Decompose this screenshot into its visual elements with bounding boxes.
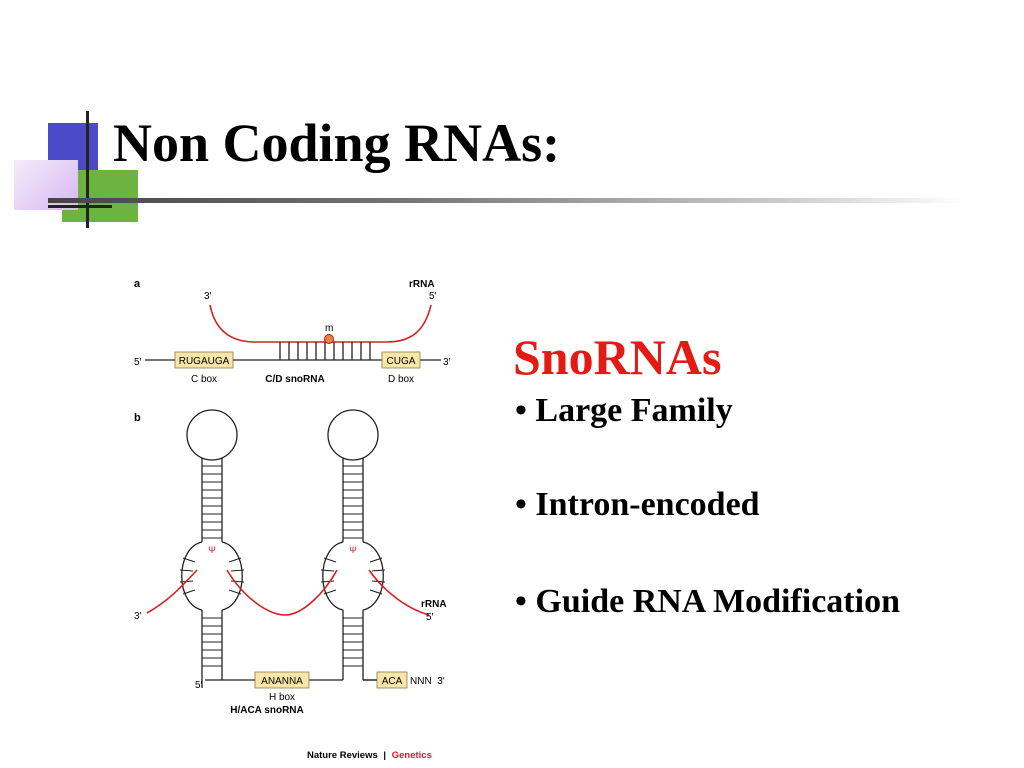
credit-journal: Nature Reviews xyxy=(307,750,378,761)
panel-b-left-pocket xyxy=(181,541,243,611)
panel-b-right-pocket xyxy=(322,541,384,611)
slide-title: Non Coding RNAs: xyxy=(113,113,561,173)
snorna-diagram: a rRNA 3′ 5′ m 5′ 3′ RUGAUGA CUGA C box … xyxy=(134,278,451,761)
panel-b-rrna-5prime: 5′ xyxy=(426,612,434,623)
panel-b-left-psi: Ψ xyxy=(208,545,216,555)
panel-b-tail: NNN 3′ xyxy=(410,676,445,687)
panel-a-rrna-label: rRNA xyxy=(409,279,435,290)
panel-b-h-box xyxy=(254,671,310,689)
credit-section: Genetics xyxy=(392,750,432,761)
panel-a-d-box xyxy=(381,351,421,369)
bullet-intron-encoded: • Intron-encoded xyxy=(515,486,760,523)
panel-b-snorna-label: H/ACA snoRNA xyxy=(230,705,304,716)
panel-b-rrna-strand xyxy=(146,569,430,616)
bullet-guide-rna-modification: • Guide RNA Modification xyxy=(515,583,900,620)
deco-horizontal-line xyxy=(48,205,112,208)
bullet-large-family: • Large Family xyxy=(515,392,733,429)
panel-a-base-pairs xyxy=(279,342,371,360)
panel-b-right-upper-rungs xyxy=(343,465,363,539)
panel-b-left-lower-rungs xyxy=(202,617,222,667)
panel-b-aca-box xyxy=(376,671,408,689)
panel-a-snorna-label: C/D snoRNA xyxy=(265,374,324,385)
title-underline xyxy=(48,198,968,203)
panel-a-strand-5prime: 5′ xyxy=(134,357,142,368)
panel-b-h-box-seq: ANANNA xyxy=(261,676,303,687)
panel-b-letter: b xyxy=(134,412,141,424)
panel-a-rrna-5prime: 5′ xyxy=(429,291,437,302)
panel-b-right-psi: Ψ xyxy=(349,545,357,555)
credit-separator: | xyxy=(383,750,386,761)
panel-a-mod-label: m xyxy=(325,323,333,334)
panel-b-right-pocket-pairs xyxy=(320,557,386,595)
deco-vertical-line xyxy=(86,111,89,228)
panel-a-rrna-strand xyxy=(209,304,432,343)
panel-b-rrna-3prime: 3′ xyxy=(134,611,142,622)
panel-b-h-box-label: H box xyxy=(269,692,295,703)
panel-b-rrna-label: rRNA xyxy=(421,599,447,610)
panel-a-d-box-label: D box xyxy=(388,374,414,385)
panel-a-c-box-label: C box xyxy=(191,374,217,385)
panel-a-c-box xyxy=(174,351,234,369)
panel-b-left-pocket-pairs xyxy=(179,557,245,595)
section-heading: SnoRNAs xyxy=(513,329,722,385)
panel-b-left-apical-loop xyxy=(186,409,238,461)
panel-a-letter: a xyxy=(134,278,141,290)
panel-b-aca-seq: ACA xyxy=(382,676,403,687)
panel-a-rrna-3prime: 3′ xyxy=(204,291,212,302)
panel-b-right-apical-loop xyxy=(327,409,379,461)
panel-b-right-lower-rungs xyxy=(343,617,363,667)
panel-a-d-box-seq: CUGA xyxy=(387,356,416,367)
panel-a-modification-site xyxy=(324,334,334,344)
panel-a-strand-3prime: 3′ xyxy=(443,357,451,368)
panel-b-strand-5prime: 5′ xyxy=(195,680,203,691)
panel-a-c-box-seq: RUGAUGA xyxy=(179,356,230,367)
diagram-credit: Nature Reviews | Genetics xyxy=(307,750,432,761)
panel-b-left-upper-rungs xyxy=(202,465,222,539)
